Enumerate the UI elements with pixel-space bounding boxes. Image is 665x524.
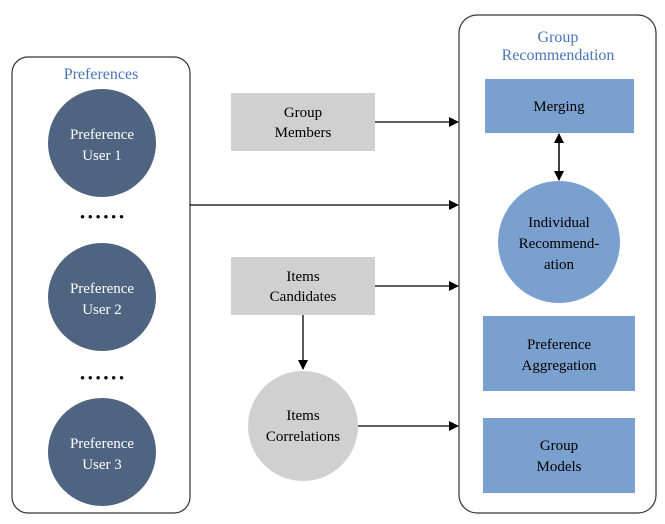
- items-correlations-line2: Correlations: [266, 429, 340, 445]
- preference-user-1-line2: User 1: [82, 148, 122, 164]
- group-members-line1: Group: [284, 105, 322, 121]
- preference-user-2-line1: Preference: [70, 281, 134, 297]
- group-members-node: Group Members: [231, 93, 375, 151]
- aggregation-line1: Preference: [527, 337, 591, 353]
- preference-user-1-line1: Preference: [70, 127, 134, 143]
- items-candidates-line1: Items: [286, 269, 319, 285]
- aggregation-line2: Aggregation: [522, 358, 597, 374]
- group-members-line2: Members: [275, 125, 332, 141]
- individual-recommendation-node: Individual Recommend- ation: [498, 181, 620, 303]
- preferences-title: Preferences: [64, 66, 139, 83]
- group-models-line1: Group: [540, 438, 578, 454]
- individual-line2: Recommend-: [519, 236, 600, 252]
- preference-user-3-line2: User 3: [82, 457, 122, 473]
- merging-node: Merging: [485, 79, 634, 133]
- group-recommendation-title-line1: Group: [538, 29, 579, 46]
- group-models-line2: Models: [537, 459, 582, 475]
- items-candidates-node: Items Candidates: [231, 257, 375, 315]
- merging-label: Merging: [533, 99, 585, 115]
- preference-user-2-node: Preference User 2: [48, 243, 156, 351]
- group-models-node: Group Models: [483, 418, 635, 493]
- items-correlations-line1: Items: [286, 408, 319, 424]
- preference-user-3-node: Preference User 3: [48, 398, 156, 506]
- preference-user-1-node: Preference User 1: [48, 89, 156, 197]
- individual-line1: Individual: [528, 215, 590, 231]
- individual-line3: ation: [544, 257, 574, 273]
- items-candidates-line2: Candidates: [270, 289, 337, 305]
- ellipsis-1: • • • • • •: [80, 209, 124, 224]
- group-recommendation-title-line2: Recommendation: [502, 47, 615, 64]
- preference-user-2-line2: User 2: [82, 302, 122, 318]
- items-correlations-node: Items Correlations: [248, 371, 358, 481]
- preference-aggregation-node: Preference Aggregation: [483, 316, 635, 391]
- preference-user-3-line1: Preference: [70, 436, 134, 452]
- ellipsis-2: • • • • • •: [80, 370, 124, 385]
